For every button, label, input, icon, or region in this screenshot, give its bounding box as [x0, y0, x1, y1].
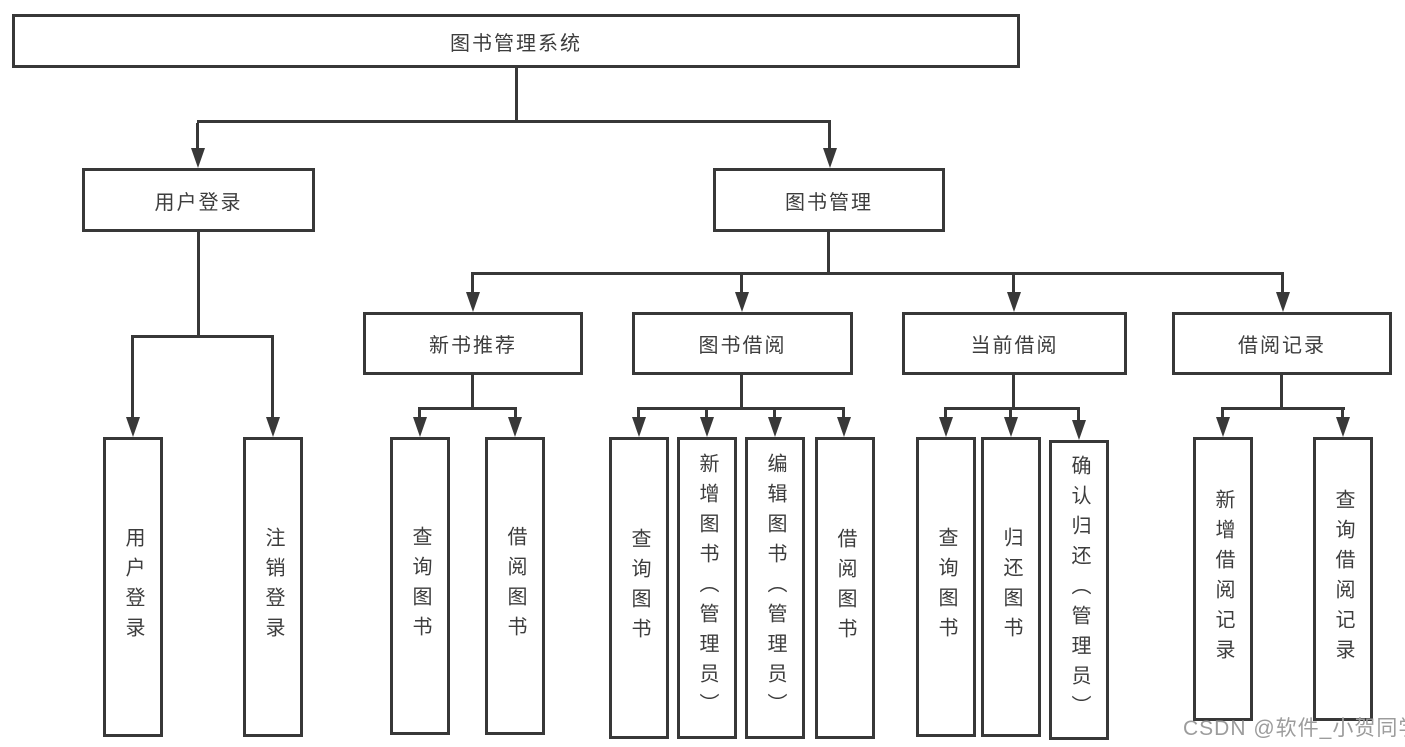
leaf-query-book-3: 查询图书: [916, 437, 976, 737]
connector-borrow-drop-2: [705, 410, 708, 417]
arrow-down-icon: [823, 148, 837, 168]
connector-bookmgmt-bar: [471, 272, 1284, 275]
node-book-borrow: 图书借阅: [632, 312, 853, 375]
arrow-down-icon: [700, 417, 714, 437]
arrow-down-icon: [266, 417, 280, 437]
csdn-watermark: CSDN @软件_小贺同学: [1183, 717, 1405, 740]
arrow-down-icon: [126, 417, 140, 437]
connector-root-stem: [515, 68, 518, 120]
arrow-down-icon: [1007, 292, 1021, 312]
arrow-down-icon: [1072, 420, 1086, 440]
connector-bookmgmt-drop-1: [471, 275, 474, 292]
connector-bookmgmt-drop-4: [1281, 275, 1284, 292]
arrow-down-icon: [466, 292, 480, 312]
connector-borrow-drop-4: [842, 410, 845, 417]
leaf-return-book: 归还图书: [981, 437, 1041, 737]
arrow-down-icon: [1276, 292, 1290, 312]
node-root: 图书管理系统: [12, 14, 1020, 68]
leaf-query-borrow-record: 查询借阅记录: [1313, 437, 1373, 721]
connector-borrow-stem: [740, 375, 743, 407]
node-current-borrow: 当前借阅: [902, 312, 1127, 375]
arrow-down-icon: [768, 417, 782, 437]
connector-newbook-drop-2: [514, 410, 517, 417]
arrow-down-icon: [632, 417, 646, 437]
connector-newbook-stem: [471, 375, 474, 407]
connector-root-drop-right: [828, 123, 831, 149]
connector-root-drop-left: [196, 123, 199, 149]
leaf-confirm-return-admin: 确认归还（管理员）: [1049, 440, 1109, 740]
connector-userlogin-drop-1: [131, 338, 134, 417]
leaf-borrow-book-1: 借阅图书: [485, 437, 545, 735]
leaf-query-book-1: 查询图书: [390, 437, 450, 735]
connector-record-drop-1: [1221, 410, 1224, 417]
arrow-down-icon: [1216, 417, 1230, 437]
arrow-down-icon: [508, 417, 522, 437]
leaf-edit-book-admin: 编辑图书（管理员）: [745, 437, 805, 739]
arrow-down-icon: [1336, 417, 1350, 437]
connector-bookmgmt-drop-2: [740, 275, 743, 292]
connector-record-bar: [1221, 407, 1345, 410]
connector-userlogin-bar: [131, 335, 274, 338]
node-user-login: 用户登录: [82, 168, 315, 232]
connector-record-stem: [1280, 375, 1283, 407]
connector-current-stem: [1012, 375, 1015, 407]
arrow-down-icon: [735, 292, 749, 312]
node-borrow-record: 借阅记录: [1172, 312, 1392, 375]
connector-newbook-bar: [418, 407, 517, 410]
connector-current-bar: [944, 407, 1080, 410]
connector-borrow-drop-3: [773, 410, 776, 417]
connector-newbook-drop-1: [418, 410, 421, 417]
leaf-query-book-2: 查询图书: [609, 437, 669, 739]
connector-userlogin-stem: [197, 232, 200, 335]
arrow-down-icon: [413, 417, 427, 437]
connector-bookmgmt-stem: [827, 232, 830, 272]
arrow-down-icon: [837, 417, 851, 437]
connector-userlogin-drop-2: [271, 338, 274, 417]
connector-current-drop-3: [1077, 410, 1080, 420]
leaf-borrow-book-2: 借阅图书: [815, 437, 875, 739]
node-new-book-recommend: 新书推荐: [363, 312, 583, 375]
arrow-down-icon: [939, 417, 953, 437]
leaf-user-login: 用户登录: [103, 437, 163, 737]
leaf-add-book-admin: 新增图书（管理员）: [677, 437, 737, 739]
leaf-logout: 注销登录: [243, 437, 303, 737]
connector-borrow-bar: [637, 407, 845, 410]
node-book-management: 图书管理: [713, 168, 945, 232]
connector-bookmgmt-drop-3: [1012, 275, 1015, 292]
connector-root-bar: [197, 120, 831, 123]
connector-record-drop-2: [1341, 410, 1344, 417]
arrow-down-icon: [191, 148, 205, 168]
arrow-down-icon: [1004, 417, 1018, 437]
leaf-add-borrow-record: 新增借阅记录: [1193, 437, 1253, 721]
connector-current-drop-2: [1009, 410, 1012, 417]
connector-borrow-drop-1: [637, 410, 640, 417]
connector-current-drop-1: [944, 410, 947, 417]
